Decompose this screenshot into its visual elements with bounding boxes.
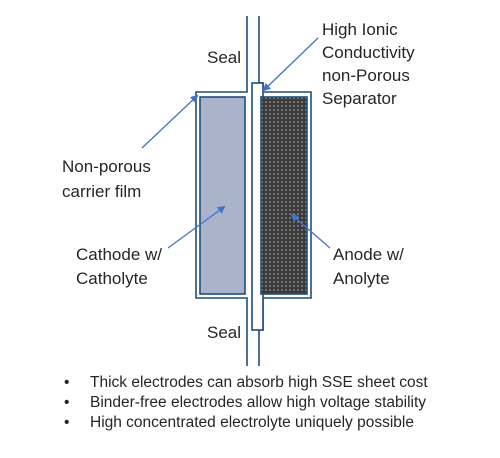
anode xyxy=(260,96,308,295)
bullet-text: Thick electrodes can absorb high SSE she… xyxy=(90,374,428,391)
seal-top-label: Seal xyxy=(207,48,242,67)
separator-label: High Ionic Conductivity non-Porous Separ… xyxy=(322,18,415,110)
bullet-dot: • xyxy=(64,414,70,431)
carrier-film-arrow xyxy=(141,94,199,149)
carrier-film-label-line-1: Non-porous xyxy=(62,157,151,176)
bullet-item: • Binder-free electrodes allow high volt… xyxy=(64,393,428,413)
bullet-item: • High concentrated electrolyte uniquely… xyxy=(64,413,428,433)
bullet-dot: • xyxy=(64,374,70,391)
seal-bottom-label: Seal xyxy=(207,323,242,342)
cathode-label-line-2: Catholyte xyxy=(76,269,148,288)
cathode-label: Cathode w/ Catholyte xyxy=(76,243,162,291)
separator-label-line-1: High Ionic xyxy=(322,20,398,39)
separator-arrow xyxy=(262,37,319,92)
cathode xyxy=(199,96,246,295)
separator-label-line-3: non-Porous xyxy=(322,66,410,85)
anode-arrow xyxy=(290,213,331,249)
bullet-text: High concentrated electrolyte uniquely p… xyxy=(90,414,414,431)
cathode-arrow xyxy=(167,205,226,249)
bullet-list: • Thick electrodes can absorb high SSE s… xyxy=(64,373,428,433)
cell-diagram xyxy=(141,16,331,366)
anode-label-line-1: Anode w/ xyxy=(333,245,404,264)
anode-label: Anode w/ Anolyte xyxy=(333,243,404,291)
cathode-label-line-1: Cathode w/ xyxy=(76,245,162,264)
carrier-film-label: Non-porous carrier film xyxy=(62,154,151,204)
carrier-film-label-line-2: carrier film xyxy=(62,182,142,201)
separator-label-line-4: Separator xyxy=(322,89,397,108)
bullet-item: • Thick electrodes can absorb high SSE s… xyxy=(64,373,428,393)
bullet-dot: • xyxy=(64,394,70,411)
anode-label-line-2: Anolyte xyxy=(333,269,390,288)
separator-label-line-2: Conductivity xyxy=(322,43,415,62)
bullet-text: Binder-free electrodes allow high voltag… xyxy=(90,394,427,411)
